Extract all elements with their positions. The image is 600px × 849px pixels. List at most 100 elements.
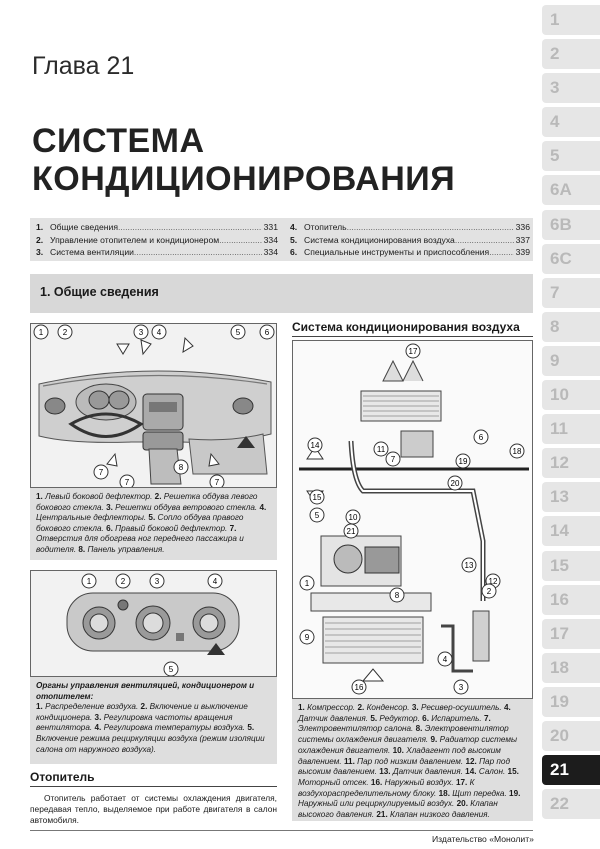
- chapter-tab-3[interactable]: 3: [542, 73, 600, 104]
- title-line-1: СИСТЕМА: [32, 122, 205, 160]
- svg-text:6: 6: [479, 433, 484, 442]
- caption-num: 4.: [94, 723, 102, 733]
- caption-num: 14.: [465, 767, 477, 777]
- dashboard-callout: 8: [173, 459, 189, 475]
- chapter-tab-21[interactable]: 21: [542, 755, 600, 786]
- divider: [30, 786, 277, 787]
- dashboard-callout: 7: [209, 474, 225, 487]
- ac-diagram-callout: 20: [447, 475, 463, 491]
- svg-text:11: 11: [377, 445, 386, 454]
- svg-text:1: 1: [39, 328, 44, 337]
- chapter-tab-8[interactable]: 8: [542, 311, 600, 342]
- caption-num: 6.: [422, 713, 429, 723]
- title-line-2: КОНДИЦИОНИРОВАНИЯ: [32, 160, 456, 198]
- chapter-tab-20[interactable]: 20: [542, 720, 600, 751]
- caption-num: 1.: [36, 492, 43, 501]
- chapter-tab-22[interactable]: 22: [542, 789, 600, 820]
- section-heading-bar: 1. Общие сведения: [30, 274, 533, 313]
- toc-item[interactable]: 1.Общие сведения331: [36, 221, 278, 234]
- svg-text:13: 13: [465, 561, 474, 570]
- svg-text:4: 4: [157, 328, 162, 337]
- dashboard-callout: 1: [33, 324, 49, 340]
- dashboard-callout: 7: [93, 464, 109, 480]
- chapter-label: Глава 21: [32, 52, 135, 80]
- page-title: СИСТЕМА КОНДИЦИОНИРОВАНИЯ: [32, 122, 455, 198]
- chapter-tab-14[interactable]: 14: [542, 516, 600, 547]
- chapter-tab-13[interactable]: 13: [542, 482, 600, 513]
- caption-num: 6.: [106, 523, 113, 533]
- caption-text: Клапан высокого давления.: [298, 799, 498, 820]
- svg-text:14: 14: [311, 441, 320, 450]
- toc-item[interactable]: 3.Система вентиляции334: [36, 246, 278, 259]
- svg-text:7: 7: [125, 478, 130, 487]
- svg-text:8: 8: [395, 591, 400, 600]
- svg-text:10: 10: [349, 513, 358, 522]
- toc-item[interactable]: 4.Отопитель336: [290, 221, 530, 234]
- caption-num: 8.: [415, 724, 423, 734]
- dashboard-callout: 5: [230, 324, 246, 340]
- caption-text: Наружный воздух.: [382, 777, 456, 787]
- chapter-tab-11[interactable]: 11: [542, 414, 600, 445]
- dashboard-callout: 7: [119, 474, 135, 487]
- svg-text:3: 3: [155, 577, 160, 586]
- chapter-tab-4[interactable]: 4: [542, 107, 600, 138]
- ac-diagram-callout: 11: [373, 441, 389, 457]
- chapter-tab-9[interactable]: 9: [542, 345, 600, 376]
- toc-item[interactable]: 5.Система кондиционирования воздуха337: [290, 234, 530, 247]
- chapter-tab-19[interactable]: 19: [542, 686, 600, 717]
- dashboard-callout: 4: [151, 324, 167, 340]
- dashboard-callout: 2: [57, 324, 73, 340]
- caption-num: 3.: [94, 712, 102, 722]
- caption-num: 17.: [455, 777, 468, 787]
- ac-diagram-callout: 17: [405, 343, 421, 359]
- chapter-tab-16[interactable]: 16: [542, 584, 600, 615]
- control-panel-callout: 5: [163, 661, 179, 676]
- ac-diagram-callout: 16: [351, 679, 367, 695]
- caption-text: Конденсор.: [364, 703, 412, 712]
- chapter-tab-17[interactable]: 17: [542, 618, 600, 649]
- caption-num: 5.: [370, 713, 378, 723]
- chapter-tab-18[interactable]: 18: [542, 652, 600, 683]
- toc-item[interactable]: 2.Управление отопителем и кондиционером3…: [36, 234, 278, 247]
- caption-text: Клапан низкого давления.: [387, 810, 490, 820]
- chapter-tab-5[interactable]: 5: [542, 141, 600, 172]
- ac-caption-text: 1. Компрессор. 2. Конденсор. 3. Ресивер-…: [298, 703, 520, 819]
- caption-num: 7.: [483, 713, 491, 723]
- chapter-tab-6a[interactable]: 6A: [542, 175, 600, 206]
- caption-text: Электровентилятор системы охлаждения дви…: [298, 724, 509, 745]
- svg-text:15: 15: [313, 493, 322, 502]
- svg-text:19: 19: [459, 457, 468, 466]
- chapter-tab-1[interactable]: 1: [542, 5, 600, 35]
- heater-paragraph: Отопитель работает от системы охлаждения…: [30, 793, 277, 825]
- chapter-tab-2[interactable]: 2: [542, 39, 600, 70]
- caption-num: 5.: [247, 723, 255, 733]
- svg-text:1: 1: [305, 579, 310, 588]
- chapter-tab-12[interactable]: 12: [542, 448, 600, 479]
- caption-num: 18.: [438, 788, 450, 798]
- svg-text:7: 7: [99, 468, 104, 477]
- svg-text:2: 2: [487, 587, 492, 596]
- caption-text: Датчик давления.: [390, 767, 466, 777]
- ac-diagram-callout: 8: [389, 587, 405, 603]
- svg-text:2: 2: [121, 577, 126, 586]
- svg-text:5: 5: [315, 511, 320, 520]
- toc-item[interactable]: 6.Специальные инструменты и приспособлен…: [290, 246, 530, 259]
- chapter-tab-15[interactable]: 15: [542, 550, 600, 581]
- caption-num: 12.: [465, 756, 477, 766]
- chapter-tab-6b[interactable]: 6B: [542, 209, 600, 240]
- svg-text:17: 17: [409, 347, 418, 356]
- chapter-tab-6c[interactable]: 6C: [542, 243, 600, 274]
- chapter-tab-7[interactable]: 7: [542, 277, 600, 308]
- svg-text:2: 2: [63, 328, 68, 337]
- control-panel-callout: 1: [81, 573, 97, 589]
- section-heading: 1. Общие сведения: [40, 285, 159, 299]
- caption-num: 7.: [229, 523, 237, 533]
- caption-num: 13.: [379, 767, 391, 777]
- svg-text:8: 8: [179, 463, 184, 472]
- table-of-contents: 1.Общие сведения331 2.Управление отопите…: [30, 218, 533, 261]
- chapter-tab-10[interactable]: 10: [542, 380, 600, 411]
- toc-column-left: 1.Общие сведения331 2.Управление отопите…: [36, 221, 278, 259]
